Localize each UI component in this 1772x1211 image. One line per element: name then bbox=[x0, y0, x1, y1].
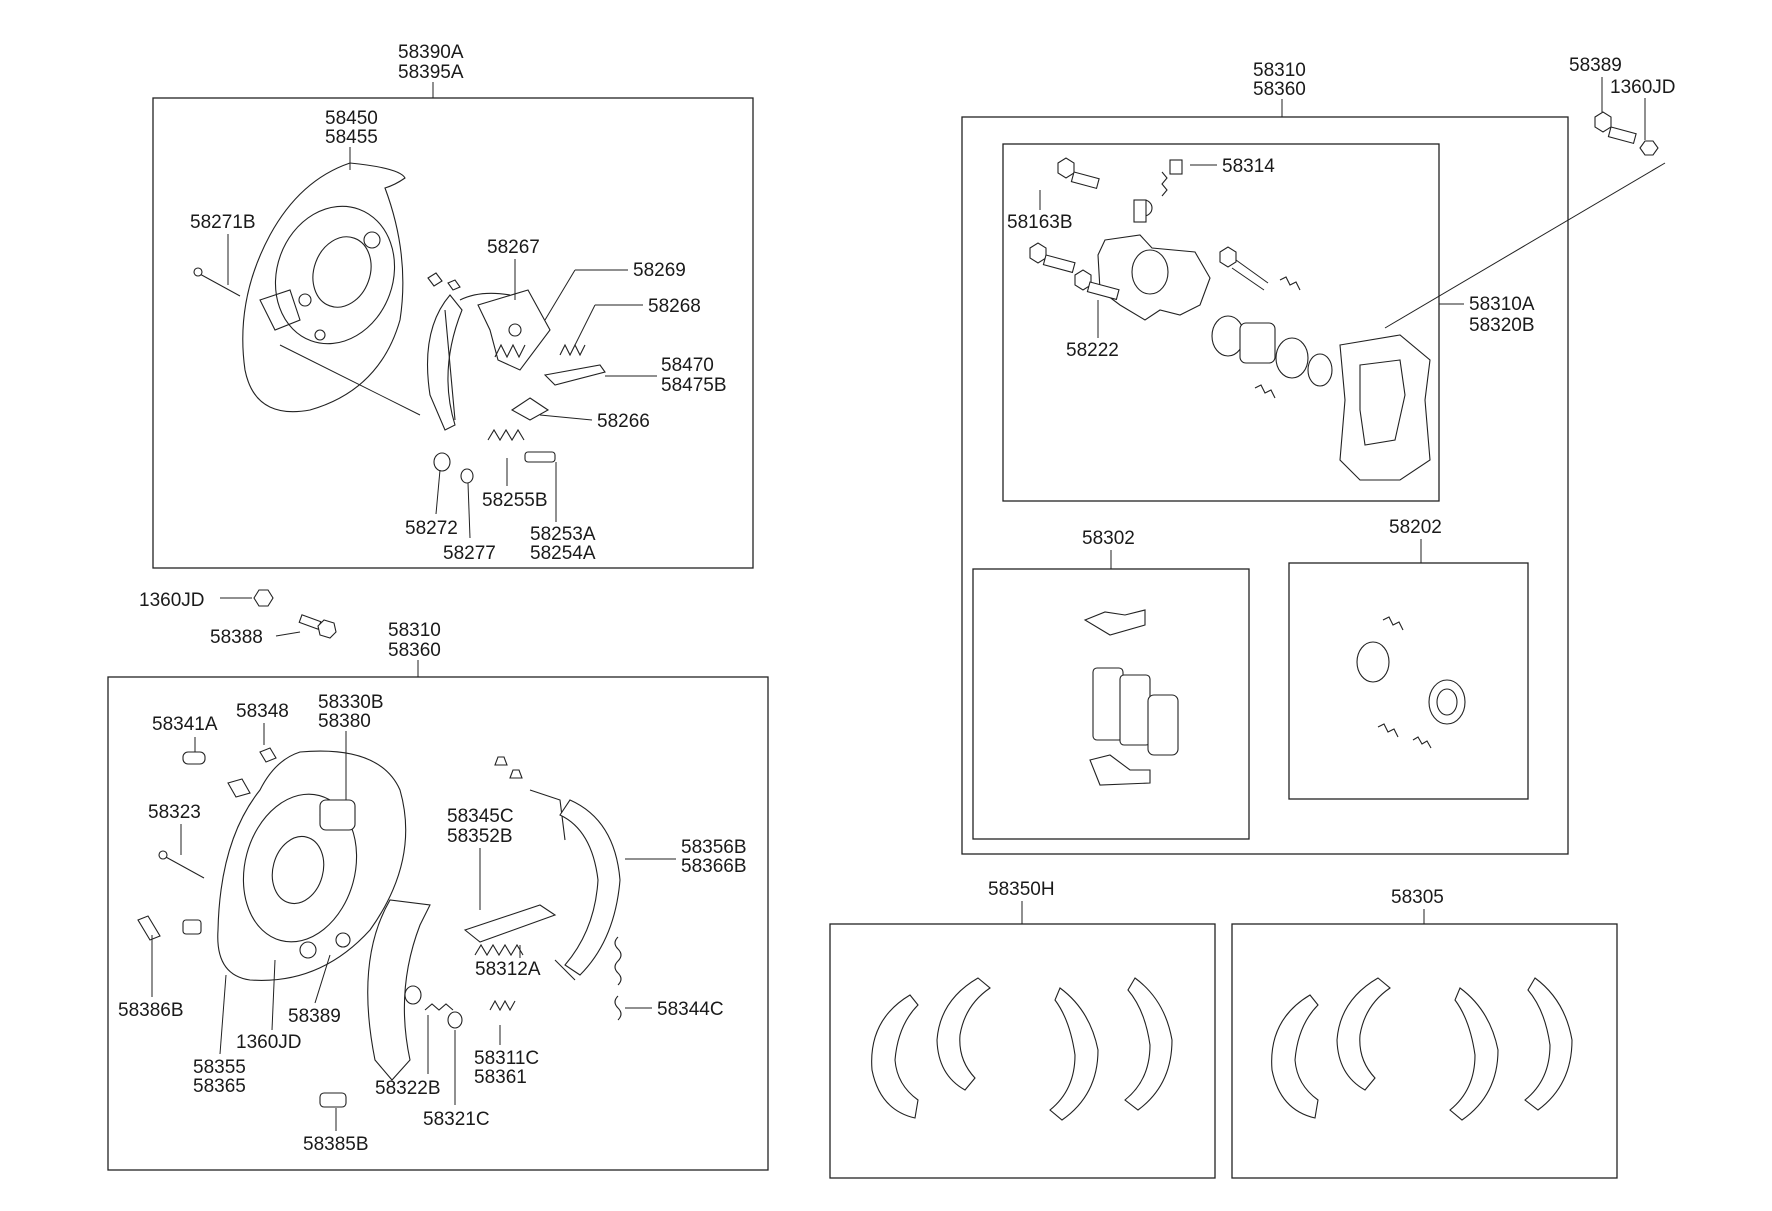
label-adjuster-spring-b: 58361 bbox=[474, 1067, 527, 1088]
label-spring-adjuster: 58268 bbox=[648, 296, 701, 317]
label-adjuster: 58255B bbox=[482, 490, 548, 511]
backing-plate-drawing bbox=[242, 162, 406, 413]
label-pin-bolt: 58222 bbox=[1066, 340, 1119, 361]
label-bleeder: 58348 bbox=[236, 701, 289, 722]
label-shoe-b: 58366B bbox=[681, 856, 747, 877]
seal-kit-frame bbox=[1288, 562, 1529, 800]
shoe-set-right-group: 58305 bbox=[1231, 887, 1618, 1179]
label-wheel-cylinder-a: 58330B bbox=[318, 692, 384, 713]
label-backing-plate-b: 58455 bbox=[325, 127, 378, 148]
label-loose-nut: 1360JD bbox=[139, 590, 205, 611]
label-guide-bolt: 58163B bbox=[1007, 212, 1073, 233]
label-lever-kit-a: 58345C bbox=[447, 806, 514, 827]
label-mount-nut: 1360JD bbox=[1610, 77, 1676, 98]
drum-brake-assembly-group: 58390A 58395A bbox=[152, 42, 754, 569]
assembly-number-1a: 58390A bbox=[398, 42, 464, 63]
label-adjuster-screw-b: 58254A bbox=[530, 543, 596, 564]
label-carrier-b: 58320B bbox=[1469, 315, 1535, 336]
label-plug: 58341A bbox=[152, 714, 218, 735]
shoe-set-left-group: 58350H bbox=[829, 879, 1216, 1179]
caliper-assembly-group: 58310 58360 58389 bbox=[961, 55, 1676, 855]
label-lever-kit-b: 58352B bbox=[447, 826, 513, 847]
assembly-number-2a: 58310 bbox=[388, 620, 441, 641]
label-shoe-lever: 58267 bbox=[487, 237, 540, 258]
label-shoe-set-left: 58350H bbox=[988, 879, 1055, 900]
label-mount-bolt: 58389 bbox=[1569, 55, 1622, 76]
label-pin: 58271B bbox=[190, 212, 256, 233]
label-backing-plate-2a: 58355 bbox=[193, 1057, 246, 1078]
label-bolt-2: 58389 bbox=[288, 1006, 341, 1027]
drum-brake-assembly-frame bbox=[152, 97, 754, 569]
label-hold-pin: 58322B bbox=[375, 1078, 441, 1099]
label-bleeder-3: 58314 bbox=[1222, 156, 1275, 177]
label-strut: 58266 bbox=[597, 411, 650, 432]
pad-kit-group: 58302 bbox=[972, 528, 1250, 840]
caliper-outer-frame bbox=[961, 116, 1569, 855]
label-adjuster-spring-a: 58311C bbox=[474, 1048, 539, 1069]
label-wheel-cylinder-b: 58380 bbox=[318, 711, 371, 732]
caliper-inner-frame bbox=[1002, 143, 1440, 502]
label-backing-plate-2b: 58365 bbox=[193, 1076, 246, 1097]
label-adjuster-screw-a: 58253A bbox=[530, 524, 596, 545]
label-nut-2: 1360JD bbox=[236, 1032, 302, 1053]
label-cup: 58277 bbox=[443, 543, 496, 564]
label-grommet: 58386B bbox=[118, 1000, 184, 1021]
assembly-number-3a: 58310 bbox=[1253, 60, 1306, 81]
label-shoe-a: 58356B bbox=[681, 837, 747, 858]
rear-backing-plate-drawing bbox=[217, 750, 407, 981]
seal-kit-group: 58202 bbox=[1288, 517, 1529, 800]
label-lever-b: 58475B bbox=[661, 375, 727, 396]
assembly-number-2b: 58360 bbox=[388, 640, 441, 661]
label-cup-2: 58321C bbox=[423, 1109, 490, 1130]
label-spring-upper: 58269 bbox=[633, 260, 686, 281]
label-shoe-set-right: 58305 bbox=[1391, 887, 1444, 908]
rear-drum-assembly-frame bbox=[107, 676, 769, 1171]
label-pin-2: 58323 bbox=[148, 802, 201, 823]
label-spring-return: 58344C bbox=[657, 999, 724, 1020]
label-loose-bolt: 58388 bbox=[210, 627, 263, 648]
assembly-number-1b: 58395A bbox=[398, 62, 464, 83]
label-seal-kit: 58202 bbox=[1389, 517, 1442, 538]
label-spring-lower: 58312A bbox=[475, 959, 541, 980]
loose-parts-group: 1360JD 58388 bbox=[139, 589, 337, 648]
assembly-number-3b: 58360 bbox=[1253, 79, 1306, 100]
label-lever-a: 58470 bbox=[661, 355, 714, 376]
label-backing-plate-a: 58450 bbox=[325, 108, 378, 129]
label-pad-kit: 58302 bbox=[1082, 528, 1135, 549]
label-spring-hold: 58272 bbox=[405, 518, 458, 539]
label-carrier-a: 58310A bbox=[1469, 294, 1535, 315]
label-sensor: 58385B bbox=[303, 1134, 369, 1155]
rear-drum-assembly-group: 58310 58360 bbox=[107, 620, 769, 1171]
